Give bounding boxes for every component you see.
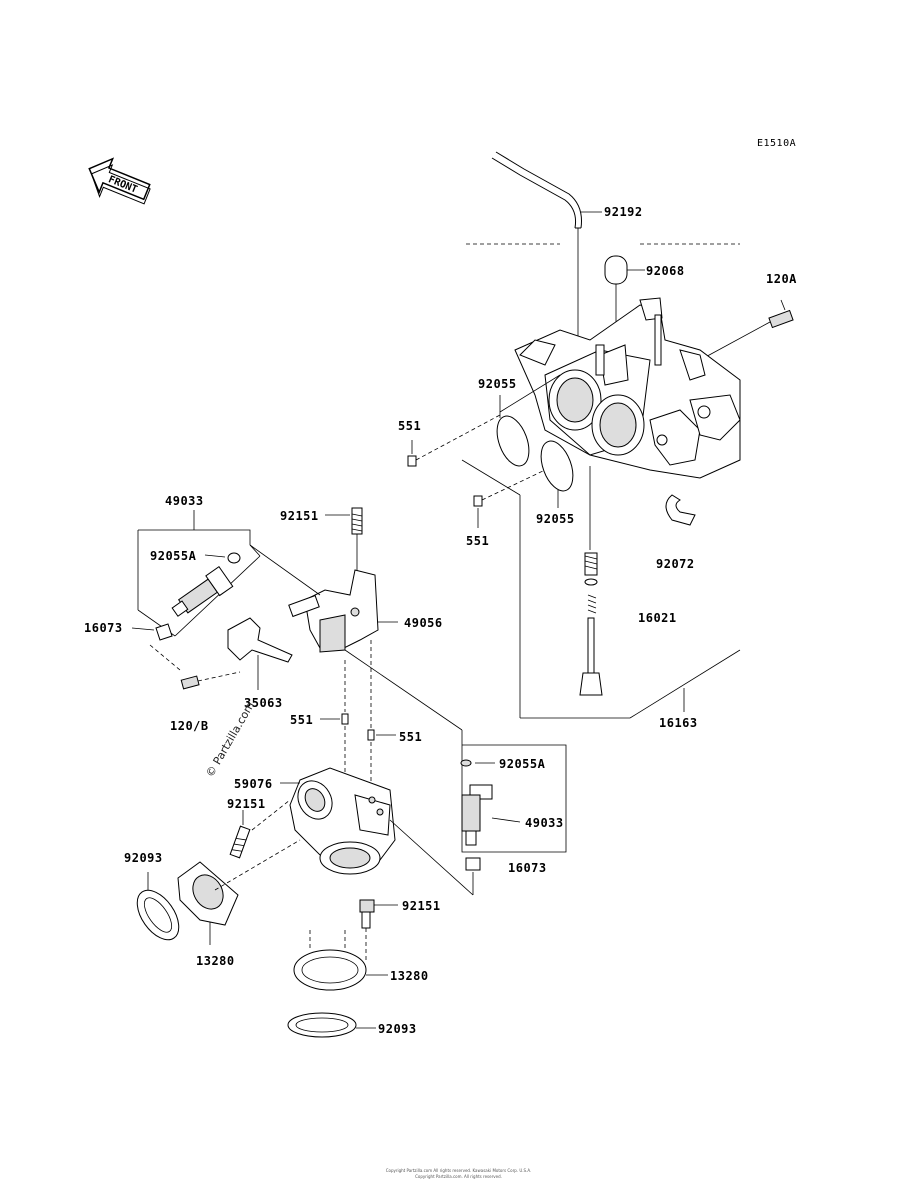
throttle-body-59076: [289, 767, 396, 875]
label-551-left: 551: [290, 713, 313, 727]
cap-92068: [604, 255, 628, 285]
label-92192: 92192: [604, 205, 643, 219]
bracket-35063: [227, 617, 293, 663]
label-92055a-right: 92055A: [499, 757, 546, 771]
label-92068: 92068: [646, 264, 685, 278]
label-92151-left: 92151: [227, 797, 266, 811]
label-551-mid: 551: [466, 534, 489, 548]
label-92055-top: 92055: [478, 377, 517, 391]
dowel-pin-551-left: [341, 713, 349, 725]
dowel-pin-551-top: [407, 455, 417, 467]
gasket-13280-left: [177, 861, 239, 926]
label-92151-bottom: 92151: [402, 899, 441, 913]
screw-120b: [180, 675, 200, 690]
throttle-body: [514, 297, 741, 479]
o-ring-92055-upper: [496, 415, 530, 467]
idle-screw-16021: [579, 466, 603, 696]
diagram-code: E1510A: [757, 138, 796, 149]
injector-49033-right: [461, 784, 493, 846]
dowel-pin-551-mid: [473, 495, 483, 507]
clamp-92072: [665, 494, 696, 526]
footer-line-1: Copyright Partzilla.com All rights reser…: [385, 1168, 532, 1173]
label-59076: 59076: [234, 777, 273, 791]
gasket-13280-right: [293, 949, 367, 991]
label-92055-mid: 92055: [536, 512, 575, 526]
footer-line-2: Copyright Partzilla.com. All rights rese…: [415, 1174, 502, 1179]
label-16163: 16163: [659, 716, 698, 730]
seal-92093-left: [136, 889, 180, 941]
watermark: © Partzilla.com: [203, 699, 257, 779]
injector-49033-left: [171, 565, 234, 617]
dowel-pin-551-right: [367, 729, 375, 741]
label-92093-left: 92093: [124, 851, 163, 865]
label-551-top: 551: [398, 419, 421, 433]
label-49033-top: 49033: [165, 494, 204, 508]
o-ring-92055a-right: [460, 759, 472, 767]
label-16073-right: 16073: [508, 861, 547, 875]
label-16073-left: 16073: [84, 621, 123, 635]
label-92055a-top: 92055A: [150, 549, 197, 563]
delivery-pipe-49056: [288, 569, 379, 653]
o-ring-92055-lower: [540, 440, 574, 492]
screw-120a: [699, 299, 794, 361]
label-49056: 49056: [404, 616, 443, 630]
front-arrow-icon: FRONT: [88, 157, 151, 205]
cap-16073-right: [465, 857, 481, 871]
label-92093-bottom: 92093: [378, 1022, 417, 1036]
seal-92093-bottom: [287, 1012, 357, 1038]
label-35063: 35063: [244, 696, 283, 710]
label-13280-right: 13280: [390, 969, 429, 983]
label-49033-right: 49033: [525, 816, 564, 830]
label-92151-top: 92151: [280, 509, 319, 523]
label-92072: 92072: [656, 557, 695, 571]
o-ring-92055a-top: [227, 552, 241, 564]
label-13280-left: 13280: [196, 954, 235, 968]
screw-92151-left: [229, 825, 251, 859]
label-120a: 120A: [766, 272, 797, 286]
cap-16073-left: [155, 623, 173, 641]
screw-92151-bottom: [359, 899, 375, 929]
label-551-right: 551: [399, 730, 422, 744]
label-120b: 120/B: [170, 719, 209, 733]
label-16021: 16021: [638, 611, 677, 625]
